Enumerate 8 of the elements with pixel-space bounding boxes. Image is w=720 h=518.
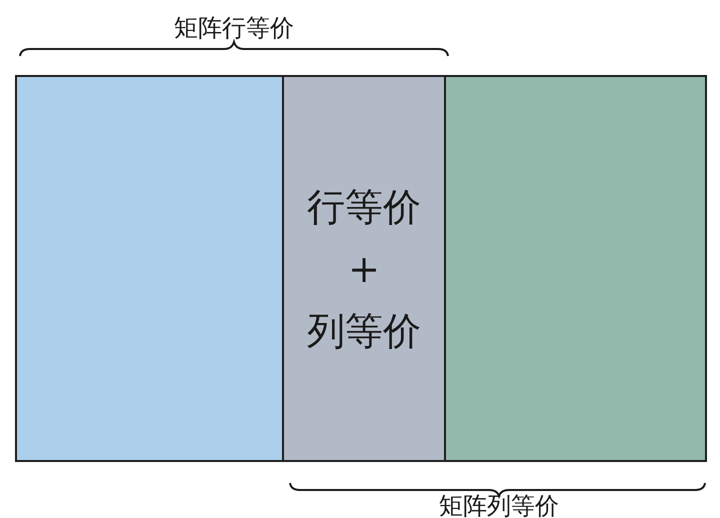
middle-panel <box>282 75 446 462</box>
brace-label: 矩阵列等价 <box>439 493 559 518</box>
right-panel <box>444 75 707 462</box>
box-text: 列等价 <box>307 312 421 350</box>
box-text: 行等价 <box>307 188 421 226</box>
left-panel <box>15 75 284 462</box>
box-text: + <box>348 250 380 288</box>
brace-label: 矩阵行等价 <box>174 15 294 41</box>
